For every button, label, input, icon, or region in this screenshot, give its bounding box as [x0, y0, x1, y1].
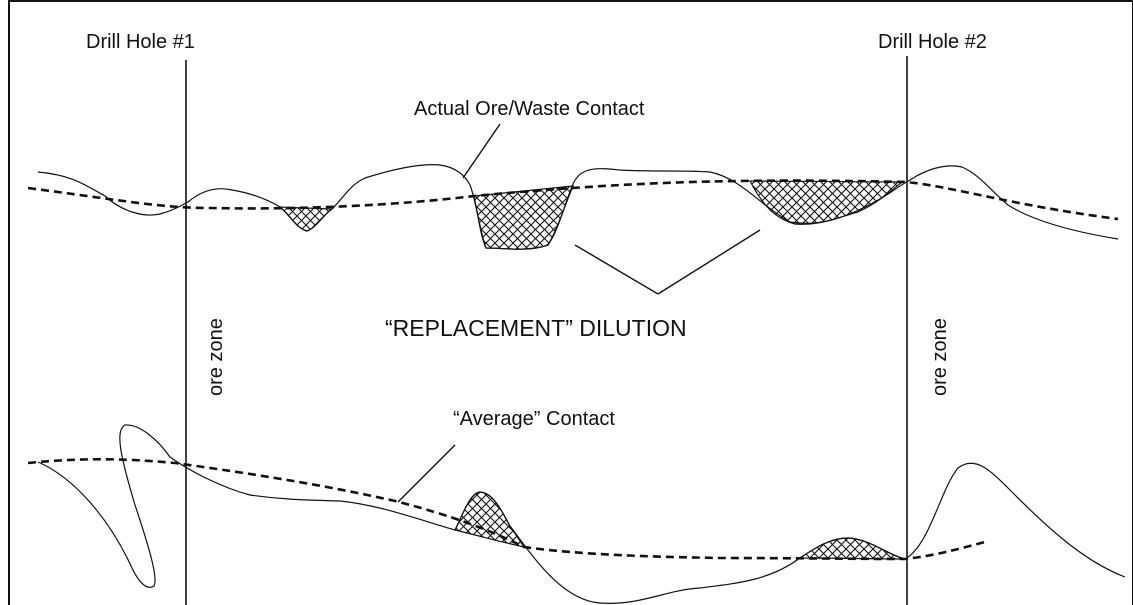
lower-dilution-areas — [454, 491, 906, 560]
dilution-leader-line-left — [574, 244, 659, 295]
average-contact-label: “Average” Contact — [453, 408, 615, 430]
ore-zone-right-label: ore zone — [929, 318, 951, 396]
upper-dilution-area — [749, 180, 904, 225]
drill-hole-1-label: Drill Hole #1 — [86, 31, 195, 53]
actual-contact-label: Actual Ore/Waste Contact — [414, 98, 645, 120]
actual-contact-leader-line — [462, 123, 501, 179]
upper-actual-contact — [37, 164, 1119, 250]
lower-average-contact — [27, 457, 986, 561]
lower-actual-contact — [37, 424, 1126, 604]
upper-dilution-areas — [278, 180, 904, 250]
upper-average-contact — [27, 179, 1119, 221]
ore-zone-left-label: ore zone — [205, 318, 227, 396]
average-contact-leader-line — [397, 444, 456, 503]
upper-dilution-area — [278, 206, 334, 232]
figure-border — [8, 0, 1133, 605]
lower-dilution-area — [454, 491, 526, 548]
drill-hole-2-label: Drill Hole #2 — [878, 31, 987, 53]
replacement-dilution-label: “REPLACEMENT” DILUTION — [385, 315, 687, 341]
dilution-leader-line-right — [657, 229, 761, 295]
